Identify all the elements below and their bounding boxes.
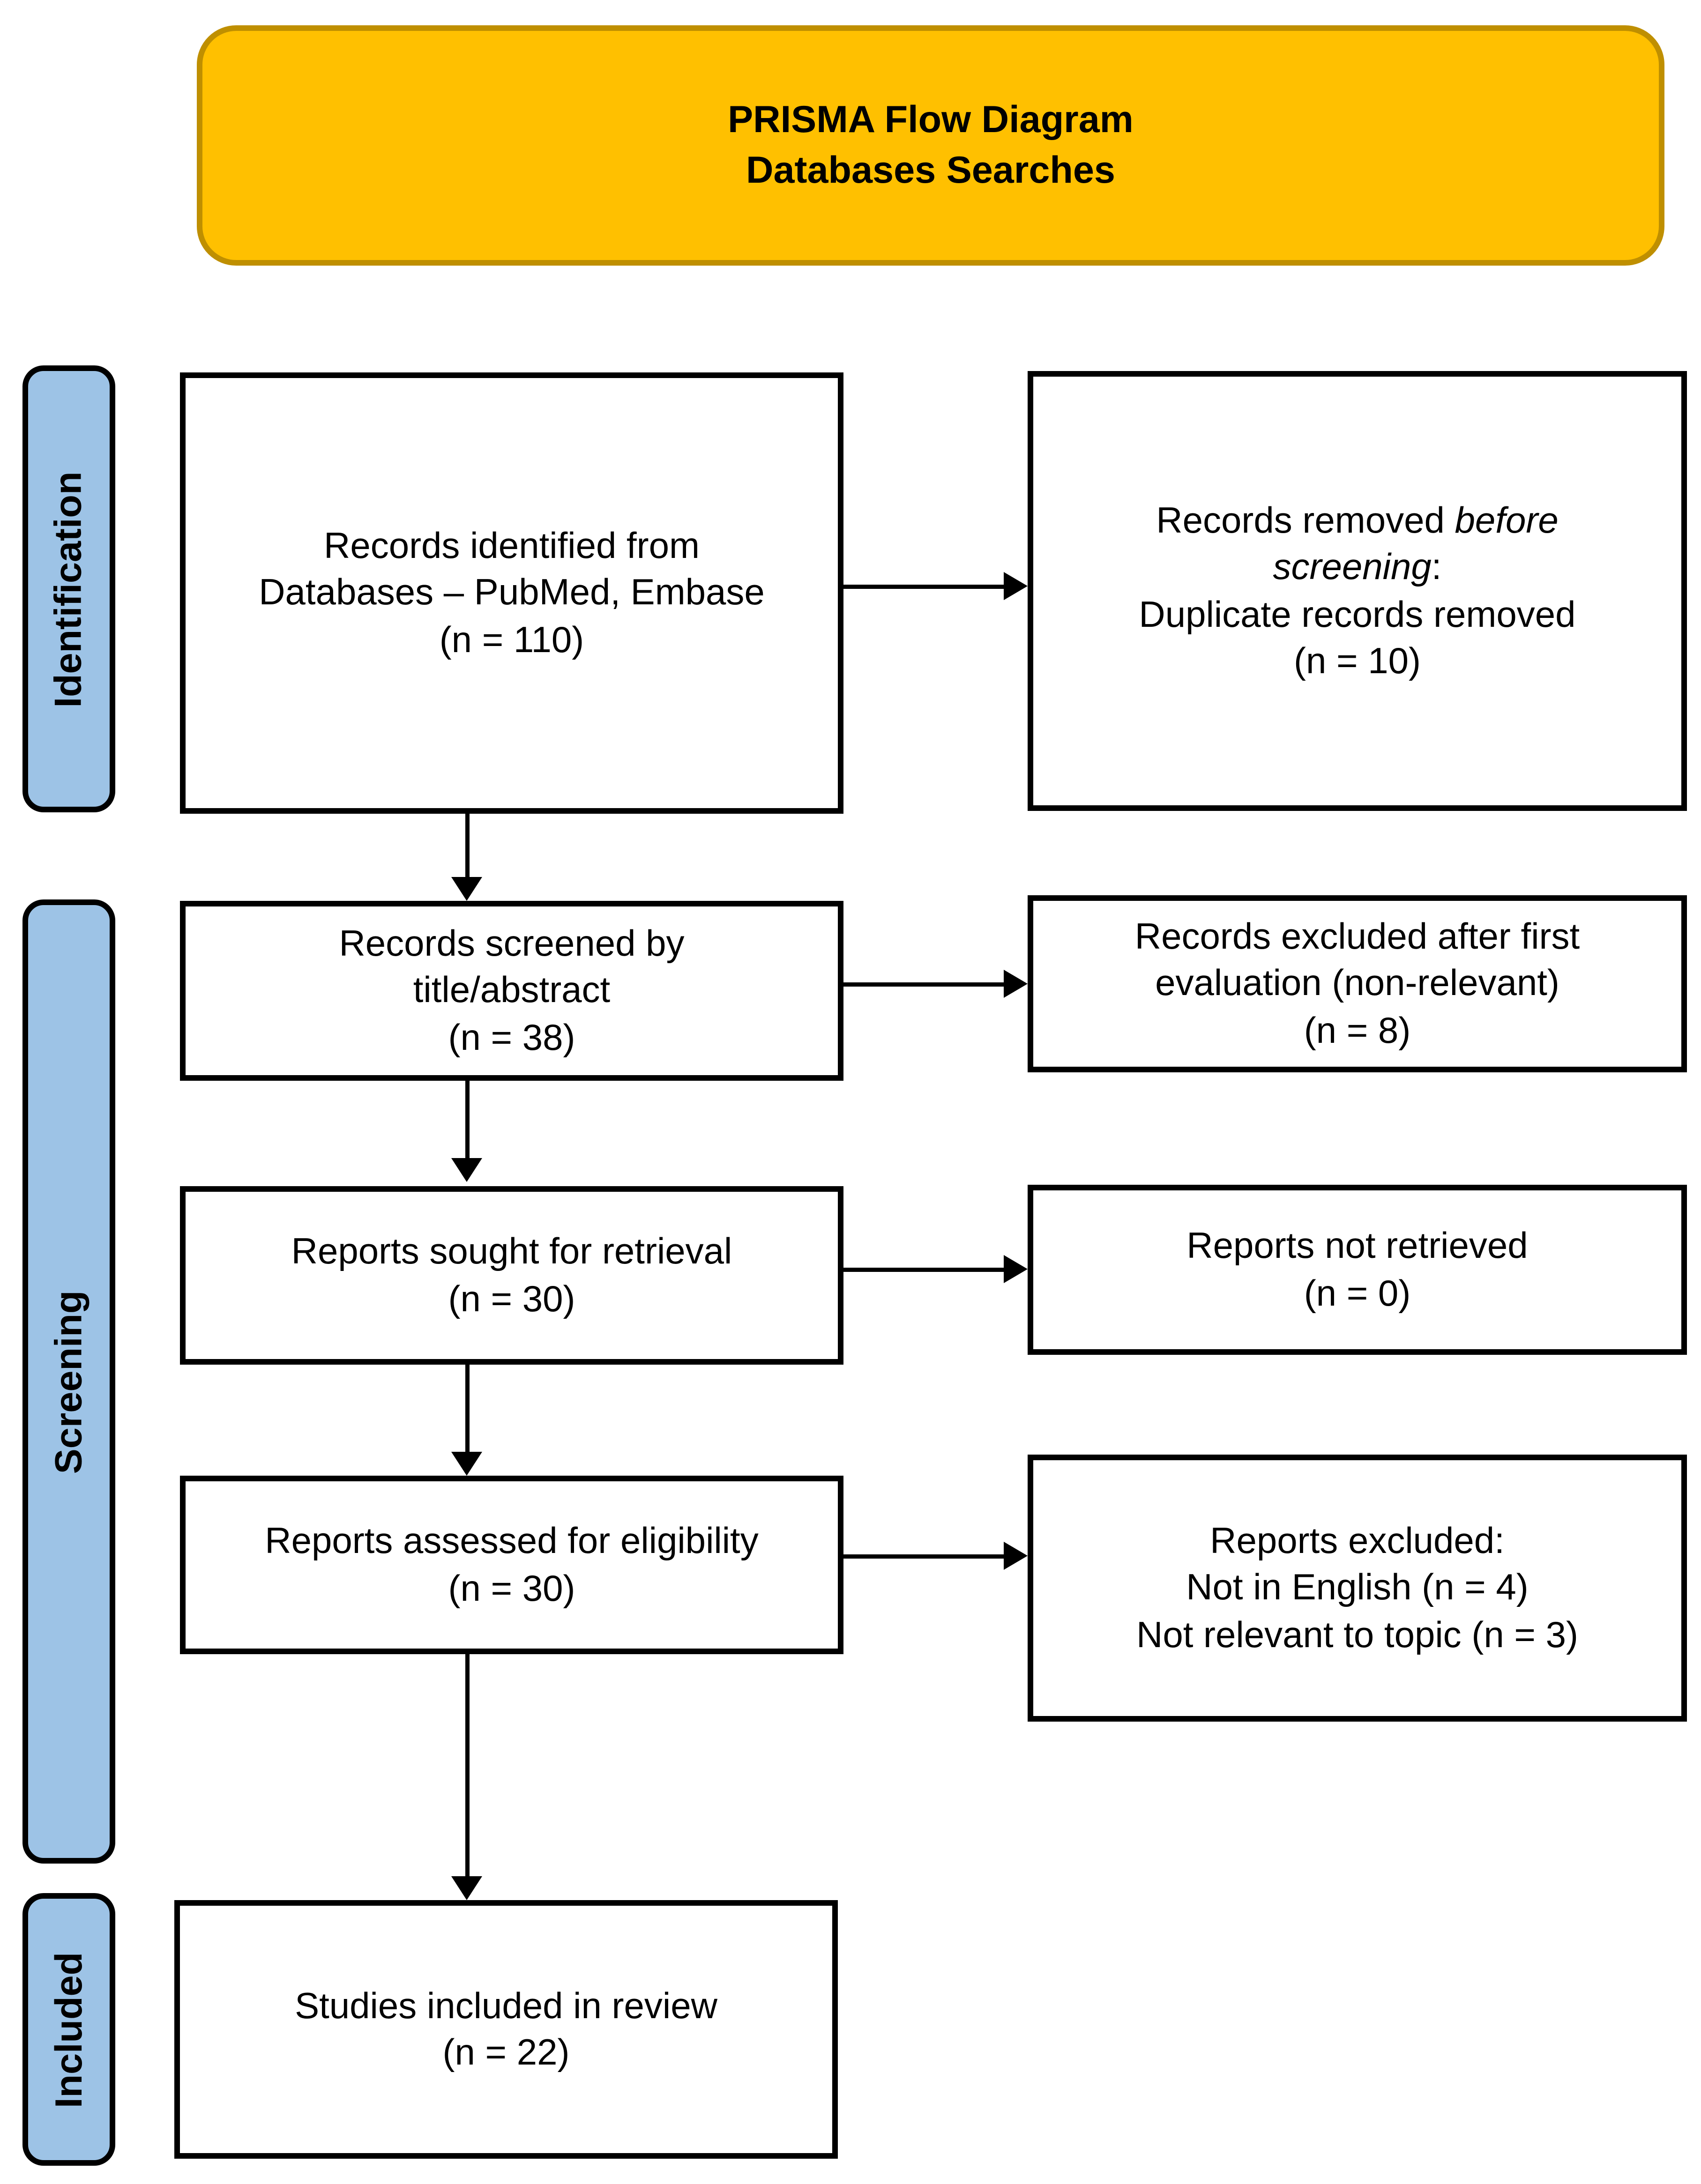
box-text-line: Reports sought for retrieval bbox=[291, 1230, 732, 1273]
arrow-down-icon bbox=[451, 1158, 482, 1182]
stage-label-identification-text: Identification bbox=[47, 471, 90, 707]
flow-arrow-assessed-to-included bbox=[465, 1654, 470, 1878]
box-text-line: Records identified from bbox=[323, 525, 700, 567]
arrow-right-icon bbox=[1004, 1255, 1028, 1283]
box-text-line: Records removed before bbox=[1156, 498, 1558, 544]
box-text-line: screening: bbox=[1273, 544, 1442, 591]
flow-arrow-assessed-to-excluded bbox=[843, 1554, 1005, 1559]
arrow-down-icon bbox=[451, 1876, 482, 1900]
box-text-line: evaluation (non-relevant) bbox=[1155, 962, 1559, 1004]
arrow-down-icon bbox=[451, 877, 482, 901]
stage-label-included: Included bbox=[22, 1893, 115, 2166]
box-text-line: (n = 30) bbox=[448, 1277, 575, 1319]
box-text-line: Databases – PubMed, Embase bbox=[259, 571, 765, 614]
stage-label-screening: Screening bbox=[22, 899, 115, 1864]
box-reports-not-retrieved: Reports not retrieved (n = 0) bbox=[1028, 1185, 1687, 1355]
stage-label-identification: Identification bbox=[22, 365, 115, 812]
box-records-screened: Records screened by title/abstract (n = … bbox=[180, 901, 843, 1081]
box-records-identified: Records identified from Databases – PubM… bbox=[180, 372, 843, 814]
box-text-line: Reports not retrieved bbox=[1186, 1225, 1528, 1267]
box-text-segment: Records removed bbox=[1156, 499, 1455, 542]
box-reports-sought: Reports sought for retrieval (n = 30) bbox=[180, 1186, 843, 1365]
diagram-title-line2: Databases Searches bbox=[746, 148, 1115, 191]
flow-arrow-screened-to-excluded bbox=[843, 982, 1005, 987]
box-text-line: (n = 8) bbox=[1304, 1008, 1411, 1051]
stage-label-included-text: Included bbox=[47, 1951, 90, 2108]
flow-arrow-screened-to-sought bbox=[465, 1081, 470, 1162]
diagram-title-line1: PRISMA Flow Diagram bbox=[728, 99, 1134, 141]
box-reports-excluded: Reports excluded: Not in English (n = 4)… bbox=[1028, 1455, 1687, 1722]
box-text-line: Not relevant to topic (n = 3) bbox=[1136, 1612, 1578, 1655]
box-text-line: Reports assessed for eligibility bbox=[265, 1520, 759, 1562]
box-records-removed-before-screening: Records removed before screening: Duplic… bbox=[1028, 371, 1687, 811]
box-text-line: (n = 30) bbox=[448, 1566, 575, 1609]
box-text-segment: : bbox=[1431, 546, 1442, 588]
box-studies-included: Studies included in review (n = 22) bbox=[174, 1900, 838, 2159]
arrow-right-icon bbox=[1004, 572, 1028, 600]
box-text-line: Studies included in review bbox=[295, 1984, 717, 2027]
arrow-right-icon bbox=[1004, 970, 1028, 998]
box-text-line: (n = 10) bbox=[1293, 639, 1421, 681]
arrow-down-icon bbox=[451, 1452, 482, 1476]
box-reports-assessed: Reports assessed for eligibility (n = 30… bbox=[180, 1476, 843, 1654]
flow-arrow-identified-to-screened bbox=[465, 814, 470, 880]
box-text-line: Reports excluded: bbox=[1210, 1520, 1505, 1562]
box-text-line: Records excluded after first bbox=[1134, 915, 1580, 958]
box-text-line: Duplicate records removed bbox=[1139, 592, 1576, 635]
box-text-segment-italic: screening bbox=[1273, 546, 1432, 588]
flow-arrow-sought-to-not-retrieved bbox=[843, 1268, 1005, 1272]
flow-arrow-identified-to-removed bbox=[843, 585, 1005, 589]
box-text-line: Not in English (n = 4) bbox=[1186, 1566, 1529, 1609]
box-text-line: (n = 22) bbox=[442, 2031, 570, 2073]
box-text-line: (n = 0) bbox=[1304, 1271, 1411, 1314]
box-text-segment-italic: before bbox=[1455, 499, 1559, 542]
box-text-line: (n = 110) bbox=[439, 617, 584, 660]
arrow-right-icon bbox=[1004, 1542, 1028, 1570]
diagram-title-box: PRISMA Flow Diagram Databases Searches bbox=[197, 25, 1664, 266]
stage-label-screening-text: Screening bbox=[47, 1290, 90, 1473]
flow-arrow-sought-to-assessed bbox=[465, 1365, 470, 1453]
box-text-line: title/abstract bbox=[413, 969, 611, 1011]
box-text-line: Records screened by bbox=[339, 922, 685, 965]
box-records-excluded-first-evaluation: Records excluded after first evaluation … bbox=[1028, 895, 1687, 1072]
box-text-line: (n = 38) bbox=[448, 1015, 575, 1058]
